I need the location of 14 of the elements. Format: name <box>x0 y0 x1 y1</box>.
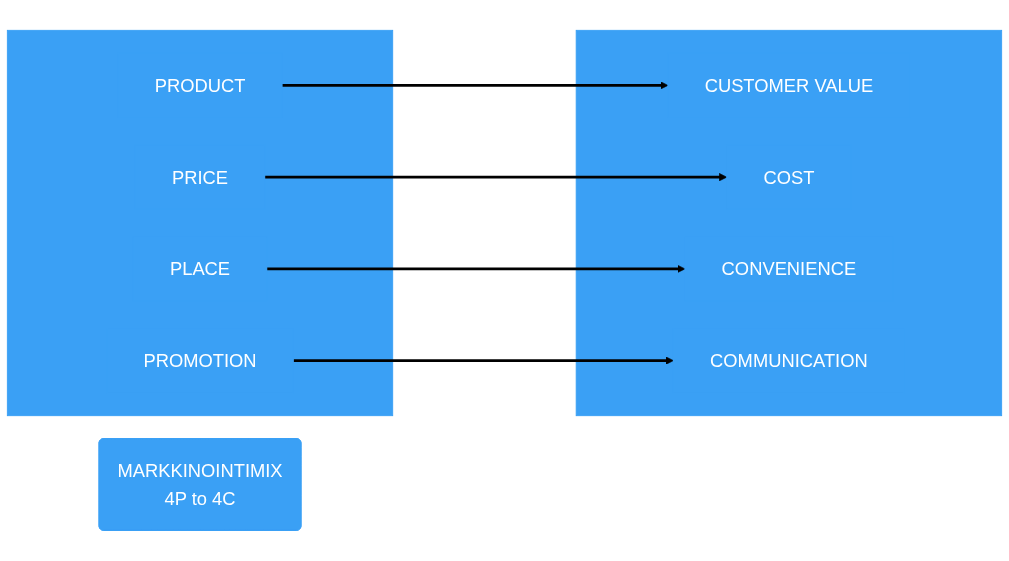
node-text: PRODUCT <box>154 75 246 96</box>
node-text: CONVENIENCE <box>721 258 857 280</box>
arrow <box>282 81 669 90</box>
node-text: CUSTOMER VALUE <box>704 75 874 96</box>
node-text: COMMUNICATION <box>710 350 868 371</box>
cluster <box>6 30 394 417</box>
node-text: PRICE <box>171 167 229 188</box>
node-text: PROMOTION <box>143 350 257 371</box>
arrow <box>266 265 686 274</box>
cluster <box>575 30 1003 417</box>
arrow <box>264 173 728 182</box>
node-text: COST <box>763 167 815 188</box>
arrow <box>293 356 674 365</box>
node-text: PLACE <box>169 258 231 280</box>
